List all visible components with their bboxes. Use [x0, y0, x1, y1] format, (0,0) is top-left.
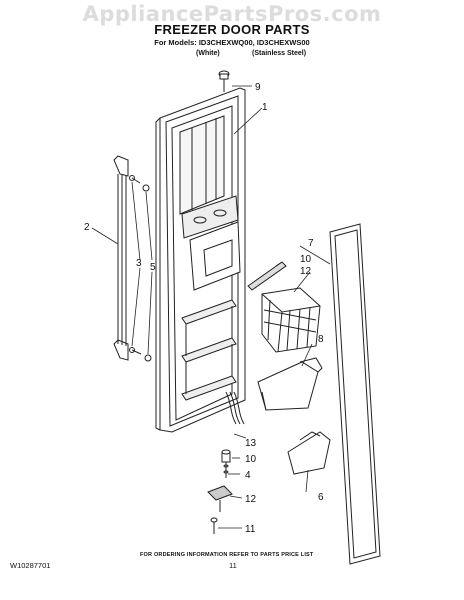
part-1-door-liner — [155, 87, 246, 433]
color-label-stainless: (Stainless Steel) — [252, 50, 307, 57]
part-12-ice-basket — [261, 287, 321, 353]
document-number: W10287701 — [10, 561, 51, 570]
part-3-5-handle-screws — [129, 175, 152, 362]
callout-10-upper: 10 — [300, 254, 312, 265]
part-6-lower-bin — [287, 431, 331, 475]
part-4-spacer — [223, 462, 229, 478]
callout-13: 13 — [245, 438, 257, 449]
part-7-door-gasket — [329, 223, 381, 565]
ordering-note: FOR ORDERING INFORMATION REFER TO PARTS … — [140, 552, 314, 558]
watermark-text: AppliancePartsPros.com — [82, 2, 382, 26]
callout-12-lower: 12 — [245, 494, 257, 505]
callout-1: 1 — [262, 102, 268, 113]
page-title: FREEZER DOOR PARTS — [154, 22, 310, 37]
part-9-screw — [218, 70, 230, 92]
callout-9: 9 — [255, 82, 261, 93]
part-12-hinge-bracket — [207, 485, 233, 512]
callout-6: 6 — [318, 492, 324, 503]
model-numbers: For Models: ID3CHEXWQ00, ID3CHEXWS00 — [154, 38, 310, 47]
part-10-lower-bushing — [221, 449, 231, 463]
part-8-door-bin — [257, 357, 323, 411]
callout-8: 8 — [318, 334, 324, 345]
callout-10-lower: 10 — [245, 454, 257, 465]
part-10-trim-strip — [247, 261, 287, 291]
color-label-white: (White) — [196, 50, 220, 57]
part-2-door-handle — [113, 155, 129, 361]
page-number: 11 — [229, 561, 237, 570]
callout-leaders — [91, 85, 331, 529]
callout-12-upper: 12 — [300, 266, 312, 277]
part-11-hinge-screw — [210, 517, 218, 534]
callout-2: 2 — [84, 222, 90, 233]
callout-3: 3 — [136, 258, 142, 269]
callout-11: 11 — [245, 524, 256, 535]
callout-5: 5 — [150, 262, 156, 273]
callout-7: 7 — [308, 238, 314, 249]
callout-4: 4 — [245, 470, 251, 481]
